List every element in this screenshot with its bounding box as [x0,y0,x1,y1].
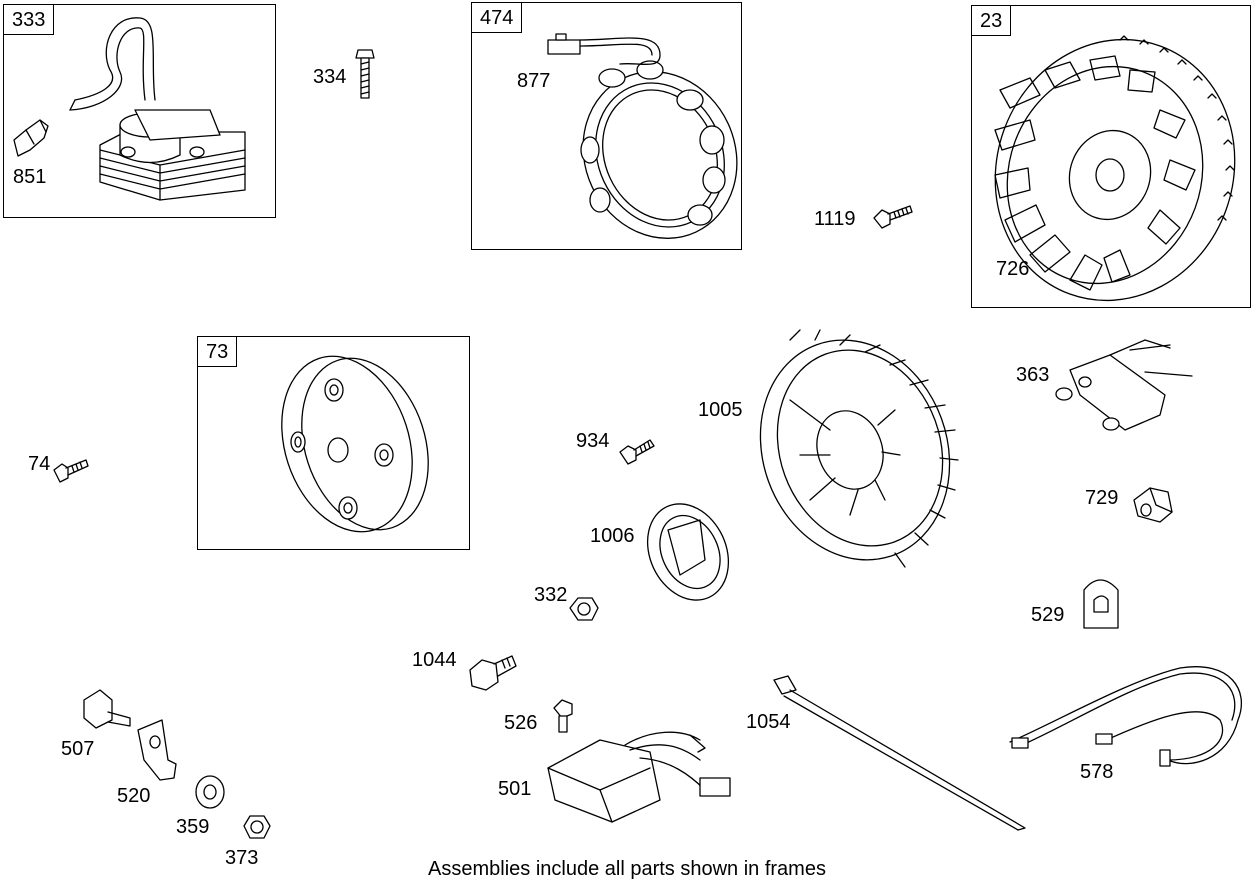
bolt-1044-part [470,656,516,690]
frame-label-73: 73 [198,337,238,367]
callout-363: 363 [1016,364,1050,386]
spark-plug-boot-part [14,120,48,156]
callout-334: 334 [313,66,347,88]
callout-359: 359 [176,816,210,838]
callout-851: 851 [13,166,47,188]
callout-1054: 1054 [746,711,791,733]
screw-334-part [356,50,374,98]
callout-74: 74 [28,453,51,475]
frame-label-333: 333 [4,5,55,35]
callout-501: 501 [498,778,532,800]
callout-373: 373 [225,847,259,869]
bracket-363-part [1056,340,1192,430]
callout-729: 729 [1085,487,1119,509]
callout-877: 877 [517,70,551,92]
callout-529: 529 [1031,604,1065,626]
nut-373-part [244,816,270,838]
screw-74-part [54,460,88,482]
screw-934-part [620,440,654,464]
callout-934: 934 [576,430,610,452]
callout-1005: 1005 [698,399,743,421]
tie-strap-part [774,676,1025,830]
callout-1044: 1044 [412,649,457,671]
clip-729-part [1134,488,1172,522]
bracket-507-part [84,690,130,728]
callout-332: 332 [534,584,568,606]
plate-1006-part [632,491,743,614]
callout-526: 526 [504,712,538,734]
callout-520: 520 [117,785,151,807]
regulator-part [548,732,730,822]
nut-332-part [570,598,598,620]
cover-part [260,339,449,549]
callout-1006: 1006 [590,525,635,547]
frame-label-474: 474 [472,3,523,33]
plate-520-part [138,720,176,780]
flywheel-part [959,6,1254,335]
footer-note: Assemblies include all parts shown in fr… [428,858,826,880]
callout-1119: 1119 [814,208,856,230]
frame-label-23: 23 [972,6,1012,36]
callout-726: 726 [996,258,1030,280]
screw-1119-part [874,206,912,228]
washer-359-part [196,776,224,808]
stator-part [548,34,764,264]
screw-526-part [554,700,572,732]
fan-part [730,313,980,586]
callout-578: 578 [1080,761,1114,783]
wire-harness-part [1010,667,1241,766]
grommet-529-part [1084,580,1118,628]
armature-part [70,18,245,200]
callout-507: 507 [61,738,95,760]
